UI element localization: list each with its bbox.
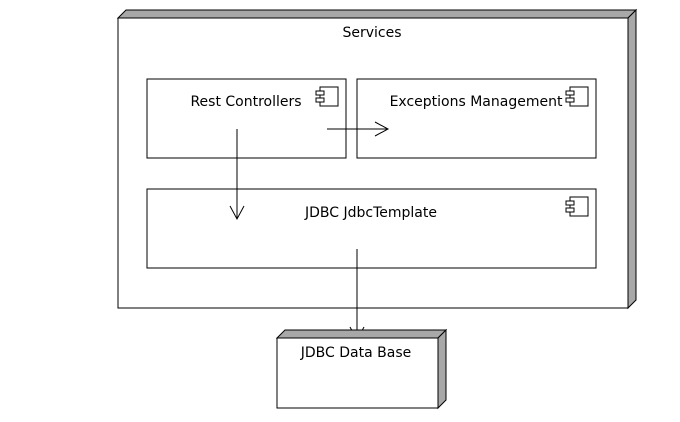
arrow-rest-to-exceptions [327,121,390,137]
rest-controllers-component: Rest Controllers [146,78,347,159]
database-node-label: JDBC Data Base [300,345,411,361]
arrow-rest-to-jdbc-template [229,129,245,221]
exceptions-management-box [356,78,597,159]
exceptions-management-label: Exceptions Management [390,94,563,110]
component-icon [565,196,589,217]
services-node-side-face [627,8,637,310]
rest-controllers-box [146,78,347,159]
exceptions-management-component: Exceptions Management [356,78,597,159]
jdbc-template-label: JDBC JdbcTemplate [304,205,437,221]
jdbc-template-box [146,188,597,269]
database-node-top-face [275,329,448,339]
rest-controllers-label: Rest Controllers [190,94,301,110]
component-icon [565,86,589,107]
services-node-label: Services [342,25,401,41]
database-node-side-face [437,328,447,410]
component-icon [315,86,339,107]
services-node-top-face [116,9,638,19]
database-node-front-face [276,337,439,409]
jdbc-template-component: JDBC JdbcTemplate [146,188,597,269]
database-node: JDBC Data Base [275,328,448,410]
